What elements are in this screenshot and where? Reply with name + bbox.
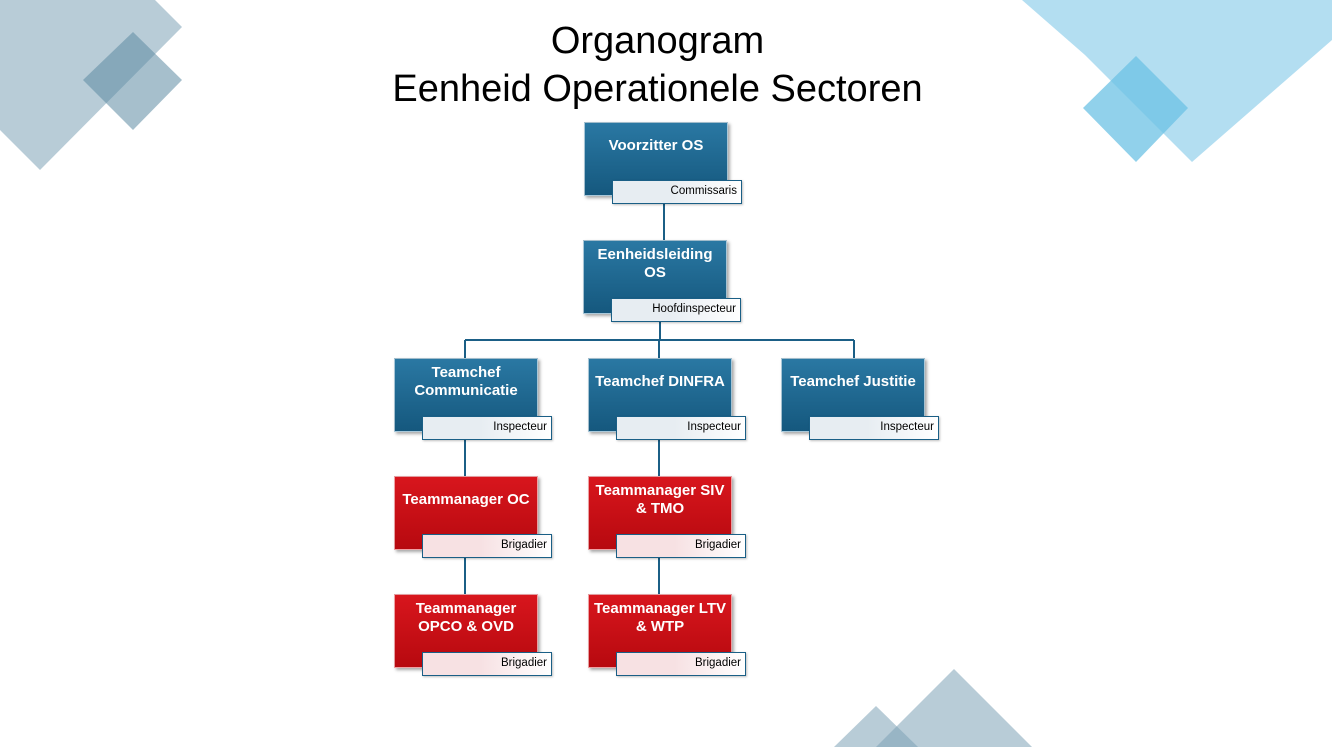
node-rank: Hoofdinspecteur bbox=[611, 298, 741, 322]
page-title: Organogram bbox=[550, 20, 765, 62]
node-rank: Inspecteur bbox=[809, 416, 939, 440]
node-rank: Brigadier bbox=[422, 534, 552, 558]
page-subtitle: Eenheid Operationele Sectoren bbox=[392, 68, 923, 110]
node-rank: Inspecteur bbox=[616, 416, 746, 440]
node-rank: Brigadier bbox=[422, 652, 552, 676]
node-title: Teamchef Justitie bbox=[781, 358, 925, 432]
node-rank: Commissaris bbox=[612, 180, 742, 204]
node-rank: Brigadier bbox=[616, 534, 746, 558]
node-rank: Brigadier bbox=[616, 652, 746, 676]
node-rank: Inspecteur bbox=[422, 416, 552, 440]
decor-shape-bottom bbox=[834, 669, 1032, 747]
